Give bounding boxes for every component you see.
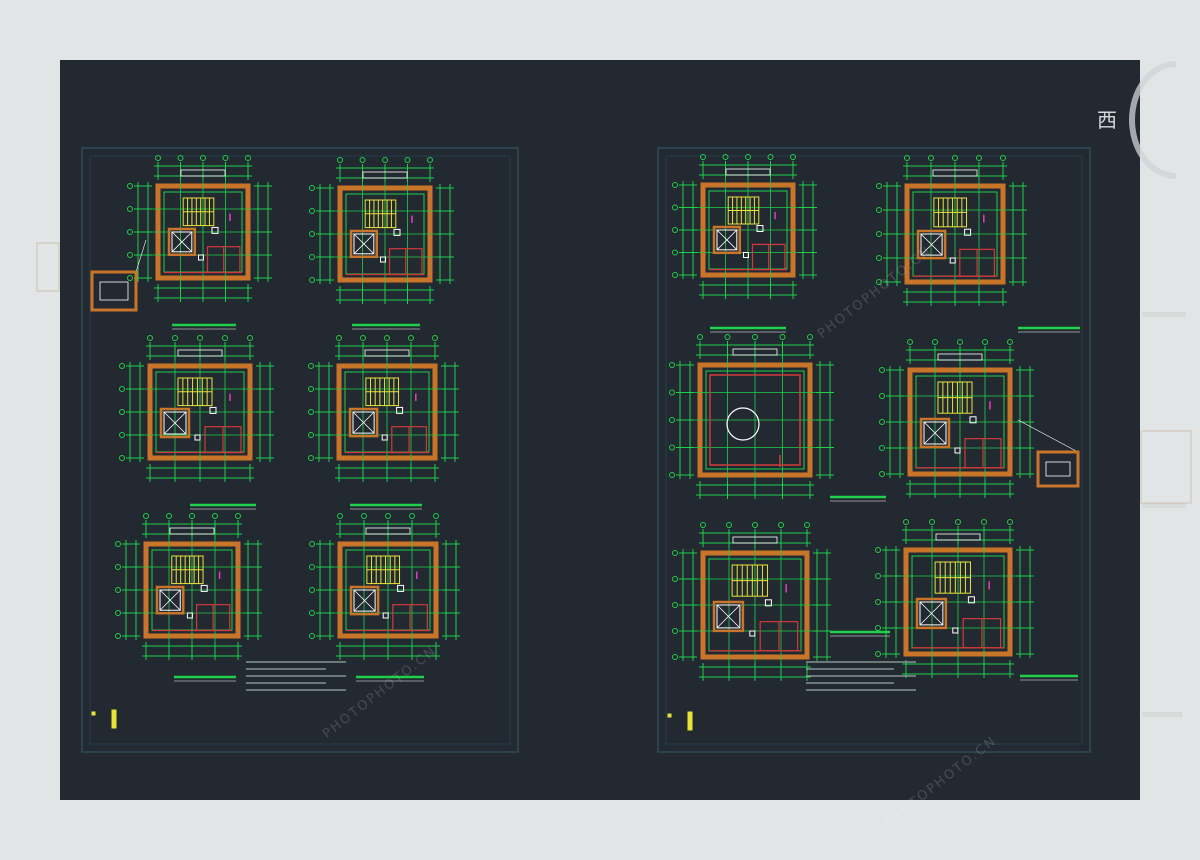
ghost-palette-box [1140, 430, 1192, 504]
plan-r1[interactable] [672, 154, 818, 300]
plan-title-underline [830, 630, 890, 637]
cad-drawing-viewport[interactable] [60, 60, 1140, 800]
plan-title-underline [710, 326, 786, 333]
sheet-right[interactable] [657, 147, 1091, 753]
plan-title-underline [190, 503, 256, 510]
plan-l3[interactable] [119, 335, 275, 483]
plan-r6[interactable] [875, 519, 1035, 679]
cad-drawing-canvas[interactable] [60, 60, 1140, 800]
sheet-legend-marker [667, 711, 693, 731]
ghost-palette-bar [1142, 503, 1186, 508]
plan-title-underline [356, 675, 424, 682]
plan-l1[interactable] [127, 155, 273, 303]
plan-title-underline [350, 503, 422, 510]
ghost-palette-bar [1142, 712, 1182, 717]
detail-callout-left[interactable] [90, 239, 147, 312]
viewcube-compass-icon[interactable] [1098, 60, 1178, 180]
general-notes [246, 661, 346, 691]
sheet-legend-marker [91, 709, 117, 729]
plan-r3[interactable] [669, 334, 835, 500]
sheet-left[interactable] [81, 147, 519, 753]
plan-r2[interactable] [876, 155, 1028, 307]
plan-l4[interactable] [308, 335, 460, 483]
plan-r5[interactable] [672, 522, 832, 682]
detail-callout-right[interactable] [1017, 419, 1080, 488]
general-notes [806, 661, 916, 691]
viewcube-direction-label[interactable]: 西 [1097, 108, 1118, 132]
plan-title-underline [174, 675, 236, 682]
ghost-palette-box [36, 242, 60, 292]
plan-title-underline [172, 323, 236, 330]
plan-l6[interactable] [309, 513, 461, 661]
ghost-palette-bar [1142, 312, 1186, 317]
plan-l2[interactable] [309, 157, 455, 305]
plan-l5[interactable] [115, 513, 263, 661]
plan-title-underline [830, 495, 886, 502]
plan-title-underline [352, 323, 420, 330]
plan-r4[interactable] [879, 339, 1035, 499]
plan-title-underline [1018, 326, 1080, 333]
plan-title-underline [1020, 674, 1078, 681]
